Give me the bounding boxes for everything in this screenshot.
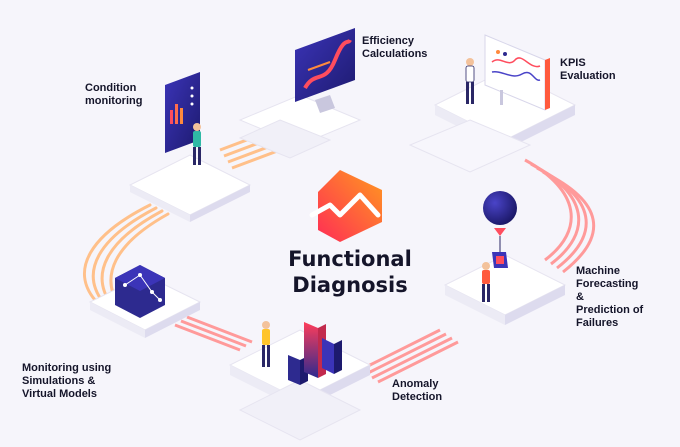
diagram-title: Functional Diagnosis — [250, 246, 450, 298]
anomaly-bars-icon — [288, 322, 342, 385]
label-efficiency-calculations: Efficiency Calculations — [362, 35, 427, 61]
label-kpis-line2: Evaluation — [560, 70, 616, 82]
label-simulations-line2: Simulations & — [22, 375, 96, 387]
simulation-cube-icon — [115, 265, 165, 318]
forecast-balloon-icon — [483, 191, 517, 268]
diagram-title-line1: Functional — [288, 247, 412, 271]
connector-stripes-right — [524, 158, 596, 274]
label-machine-forecasting: Machine Forecasting & Prediction of Fail… — [576, 265, 643, 330]
label-efficiency-line2: Calculations — [362, 48, 428, 60]
label-forecasting-line1: Machine — [576, 265, 621, 277]
inspector-figure-icon — [262, 321, 270, 367]
label-simulations-line1: Monitoring using — [22, 362, 112, 374]
diagram-title-line2: Diagnosis — [292, 273, 408, 297]
analyst-figure-icon — [465, 58, 475, 104]
label-simulations-line3: Virtual Models — [22, 388, 97, 400]
engineer-figure-icon — [193, 123, 201, 165]
label-anomaly-line1: Anomaly — [392, 378, 439, 390]
label-forecasting-line5: Failures — [576, 317, 619, 329]
label-forecasting-line4: Prediction of — [576, 304, 644, 316]
label-anomaly-detection: Anomaly Detection — [392, 378, 442, 404]
kpi-dashboard-icon — [484, 34, 550, 111]
connector-stripes-bottom — [174, 315, 459, 384]
label-monitoring-simulations: Monitoring using Simulations & Virtual M… — [22, 362, 111, 401]
label-forecasting-line2: Forecasting — [576, 278, 639, 290]
monitor-chart-icon — [295, 28, 355, 113]
platform-forecasting — [443, 254, 567, 325]
label-forecasting-line3: & — [576, 291, 584, 303]
label-condition-monitoring: Condition monitoring — [85, 82, 142, 108]
label-anomaly-line2: Detection — [392, 391, 443, 403]
label-efficiency-line1: Efficiency — [362, 35, 414, 47]
label-kpis-evaluation: KPIS Evaluation — [560, 57, 616, 83]
platform-efficiency — [238, 94, 362, 159]
label-condition-monitoring-line1: Condition — [85, 82, 137, 94]
label-kpis-line1: KPIS — [560, 57, 586, 69]
tablet-chart-icon — [165, 72, 200, 153]
technician-figure-icon — [482, 262, 490, 302]
platform-condition — [128, 154, 252, 222]
functional-diagnosis-logo-icon — [309, 170, 382, 242]
label-condition-monitoring-line2: monitoring — [85, 95, 143, 107]
